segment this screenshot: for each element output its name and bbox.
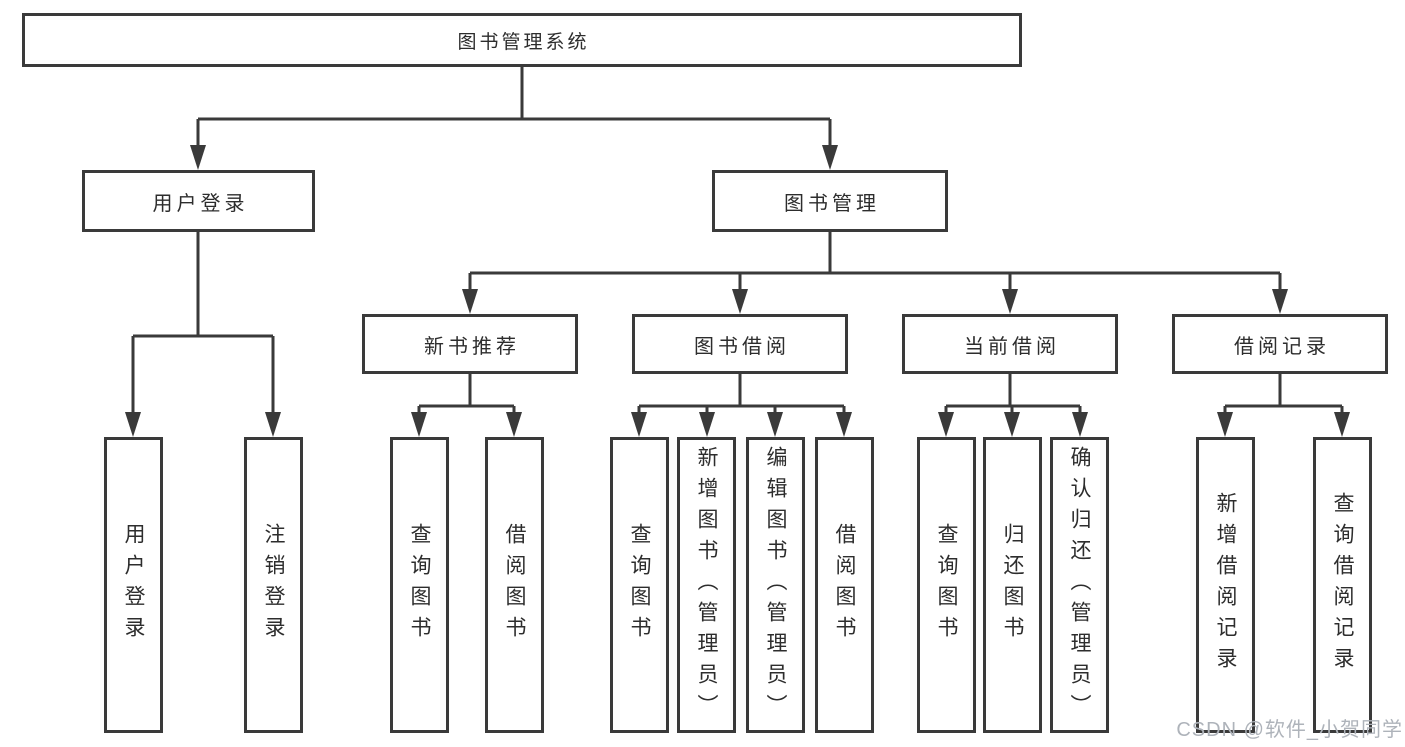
- leaf-edit-book-admin: 编辑图书（管理员）: [746, 437, 805, 733]
- arrow-icon: [1334, 412, 1350, 437]
- leaf-logout: 注销登录: [244, 437, 303, 733]
- arrow-icon: [1002, 289, 1018, 314]
- arrow-icon: [699, 412, 715, 437]
- leaf-query-books-recommendation: 查询图书: [390, 437, 449, 733]
- node-library-management-system: 图书管理系统: [22, 13, 1022, 67]
- leaf-borrow-books-borrowing: 借阅图书: [815, 437, 874, 733]
- arrow-icon: [125, 412, 141, 437]
- connector-borrowing-records-children: [1223, 374, 1344, 416]
- leaf-confirm-return-admin: 确认归还（管理员）: [1050, 437, 1109, 733]
- node-user-login: 用户登录: [82, 170, 315, 232]
- connector-book-borrowing-children: [637, 374, 846, 416]
- node-book-borrowing: 图书借阅: [632, 314, 848, 374]
- arrow-icon: [265, 412, 281, 437]
- node-book-management: 图书管理: [712, 170, 948, 232]
- arrow-icon: [767, 412, 783, 437]
- leaf-user-login: 用户登录: [104, 437, 163, 733]
- leaf-query-books-current: 查询图书: [917, 437, 976, 733]
- leaf-borrow-books-recommendation: 借阅图书: [485, 437, 544, 733]
- connector-new-book-recommendation-children: [417, 374, 516, 416]
- leaf-add-borrow-record: 新增借阅记录: [1196, 437, 1255, 733]
- leaf-add-book-admin: 新增图书（管理员）: [677, 437, 736, 733]
- arrow-icon: [836, 412, 852, 437]
- connector-root-to-level2: [196, 67, 832, 150]
- arrow-icon: [1072, 412, 1088, 437]
- leaf-query-books-borrowing: 查询图书: [610, 437, 669, 733]
- arrow-icon: [822, 145, 838, 170]
- arrow-icon: [732, 289, 748, 314]
- arrow-icon: [1004, 412, 1020, 437]
- connector-current-borrowing-children: [944, 374, 1082, 416]
- leaf-return-books: 归还图书: [983, 437, 1042, 733]
- arrow-icon: [190, 145, 206, 170]
- arrow-icon: [506, 412, 522, 437]
- arrow-icon: [462, 289, 478, 314]
- connector-book-management-children: [468, 232, 1282, 294]
- node-new-book-recommendation: 新书推荐: [362, 314, 578, 374]
- node-borrowing-records: 借阅记录: [1172, 314, 1388, 374]
- arrow-icon: [1217, 412, 1233, 437]
- arrow-icon: [631, 412, 647, 437]
- watermark: CSDN @软件_小贺同学: [1176, 719, 1403, 741]
- arrow-icon: [1272, 289, 1288, 314]
- arrow-icon: [938, 412, 954, 437]
- arrow-icon: [411, 412, 427, 437]
- connector-user-login-children: [131, 232, 275, 416]
- leaf-query-borrow-record: 查询借阅记录: [1313, 437, 1372, 733]
- node-current-borrowing: 当前借阅: [902, 314, 1118, 374]
